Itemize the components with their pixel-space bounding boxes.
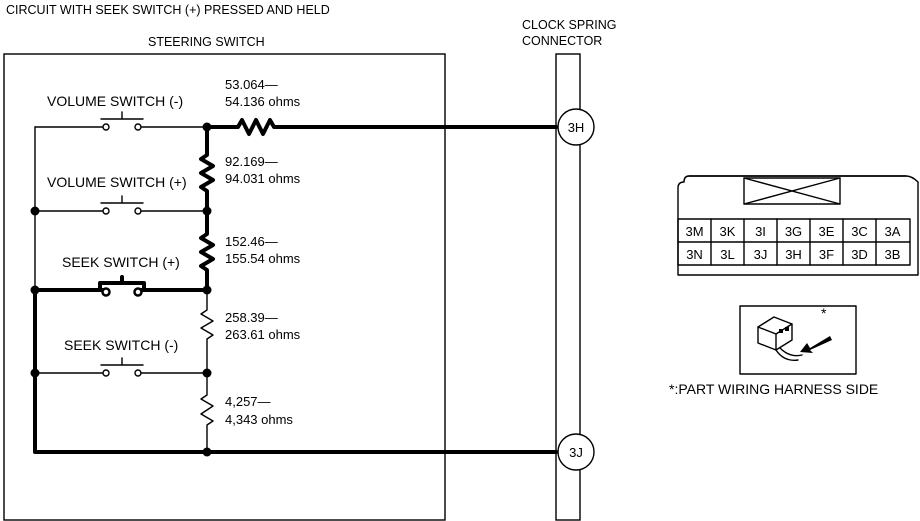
steering-switch-box [3, 53, 446, 521]
diagram-title: CIRCUIT WITH SEEK SWITCH (+) PRESSED AND… [6, 3, 330, 17]
seek-minus-label: SEEK SWITCH (-) [64, 337, 178, 353]
connector-cavity-3d: 3D [851, 247, 868, 262]
connector-latch [743, 177, 841, 205]
seek-minus-switch [100, 357, 144, 377]
junction-dot [30, 285, 40, 295]
harness-side-icon: * [739, 305, 857, 375]
connector-cavity-3l: 3L [720, 247, 734, 262]
r2-min-value: 92.169— [225, 154, 278, 169]
ground-return-wire [33, 288, 558, 454]
volume-minus-switch [100, 111, 144, 131]
seek-plus-switch-pressed [98, 275, 146, 297]
volume-minus-label: VOLUME SWITCH (-) [47, 93, 183, 109]
junction-dot [202, 447, 212, 457]
volume-plus-label: VOLUME SWITCH (+) [47, 174, 187, 190]
r1-min-value: 53.064— [225, 77, 278, 92]
junction-dot [202, 368, 212, 378]
connector-cavity-3j: 3J [754, 247, 768, 262]
connector-cavity-3h: 3H [785, 247, 802, 262]
connector-cavity-3m: 3M [685, 224, 703, 239]
harness-asterisk: * [821, 305, 827, 321]
seek-plus-label: SEEK SWITCH (+) [62, 254, 180, 270]
junction-dot [30, 206, 40, 216]
clock-spring-label-line2: CONNECTOR [522, 34, 602, 48]
clock-spring-label-line1: CLOCK SPRING [522, 18, 616, 32]
connector-cavity-3e: 3E [819, 224, 835, 239]
junction-dot [202, 285, 212, 295]
r2-max-value: 94.031 ohms [225, 171, 301, 186]
r4-min-value: 258.39— [225, 310, 278, 325]
connector-cavity-3f: 3F [819, 247, 834, 262]
steering-switch-label: STEERING SWITCH [148, 35, 265, 49]
harness-side-note: *:PART WIRING HARNESS SIDE [669, 381, 878, 397]
r1-current-wire [205, 118, 558, 136]
r1-max-value: 54.136 ohms [225, 94, 301, 109]
connector-face [677, 175, 919, 276]
pin-3h: 3H [557, 108, 595, 146]
lower-resistor-ladder-wire [200, 289, 214, 453]
pin-3j-label: 3J [569, 445, 583, 460]
junction-dot [202, 122, 212, 132]
latch-cross [743, 177, 841, 205]
connector-cavity-3i: 3I [755, 224, 766, 239]
connector-cavity-3b: 3B [885, 247, 901, 262]
r3-min-value: 152.46— [225, 234, 278, 249]
connector-cavity-3c: 3C [851, 224, 868, 239]
junction-dot [30, 368, 40, 378]
r5-max-value: 4,343 ohms [225, 412, 293, 427]
connector-cavity-3k: 3K [720, 224, 736, 239]
pin-3j: 3J [557, 433, 595, 471]
r3-max-value: 155.54 ohms [225, 251, 301, 266]
connector-cavity-3a: 3A [885, 224, 901, 239]
pin-3h-label: 3H [568, 120, 585, 135]
junction-dot [202, 206, 212, 216]
connector-cavity-3g: 3G [785, 224, 802, 239]
r5-min-value: 4,257— [225, 394, 271, 409]
connector-cells: 3M 3K 3I 3G 3E 3C 3A 3N 3L 3J 3H 3F 3D 3B [685, 224, 900, 262]
r4-max-value: 263.61 ohms [225, 327, 301, 342]
volume-plus-switch [100, 195, 144, 215]
connector-cavity-3n: 3N [686, 247, 703, 262]
clock-spring-connector-bar [555, 53, 581, 521]
